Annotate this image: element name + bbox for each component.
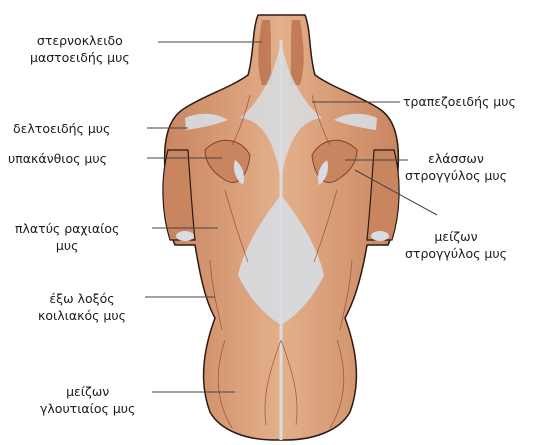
- label-line: δελτοειδής μυς: [13, 120, 110, 137]
- label-line: στρογγύλος μυς: [405, 167, 507, 184]
- label-line: έξω λοξός: [38, 290, 126, 307]
- label-line: στρογγύλος μυς: [405, 245, 507, 262]
- left-elbow: [176, 231, 194, 241]
- label-line: μαστοειδής μυς: [30, 49, 130, 66]
- label-line: ελάσσων: [405, 150, 507, 167]
- label-external-oblique: έξω λοξός κοιλιακός μυς: [38, 290, 126, 324]
- label-gluteus-maximus: μείζων γλουτιαίος μυς: [40, 383, 135, 417]
- label-line: μυς: [15, 237, 119, 254]
- label-latissimus-dorsi: πλατύς ραχιαίος μυς: [15, 220, 119, 254]
- label-line: τραπεζοειδής μυς: [403, 93, 516, 110]
- label-line: υπακάνθιος μυς: [8, 150, 107, 167]
- label-teres-minor: ελάσσων στρογγύλος μυς: [405, 150, 507, 184]
- label-line: στερνοκλειδο: [30, 32, 130, 49]
- label-line: μείζων: [405, 228, 507, 245]
- label-sternocleido-mastoid: στερνοκλειδο μαστοειδής μυς: [30, 32, 130, 66]
- label-line: πλατύς ραχιαίος: [15, 220, 119, 237]
- label-deltoid: δελτοειδής μυς: [13, 120, 110, 137]
- label-infraspinatus: υπακάνθιος μυς: [8, 150, 107, 167]
- label-line: μείζων: [40, 383, 135, 400]
- right-elbow: [371, 231, 389, 241]
- label-teres-major: μείζων στρογγύλος μυς: [405, 228, 507, 262]
- label-trapezius: τραπεζοειδής μυς: [403, 93, 516, 110]
- label-line: γλουτιαίος μυς: [40, 400, 135, 417]
- label-line: κοιλιακός μυς: [38, 307, 126, 324]
